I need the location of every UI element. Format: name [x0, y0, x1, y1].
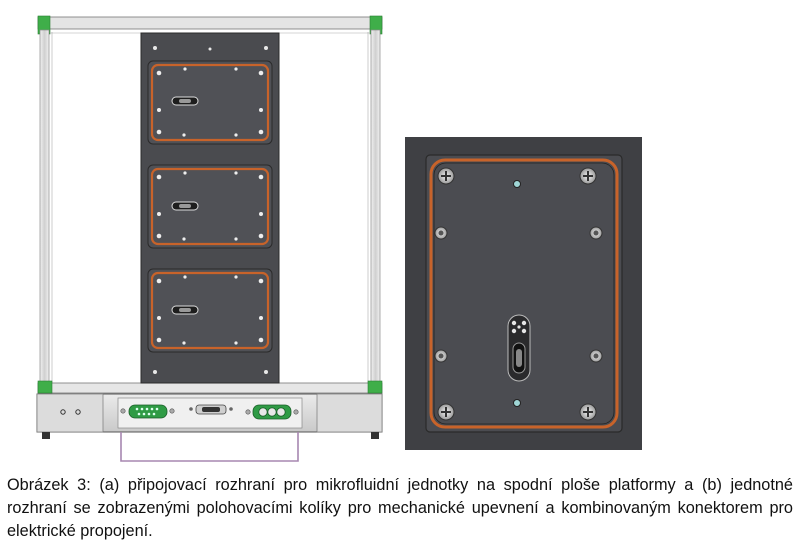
- detail-gasket: [429, 158, 619, 429]
- interface-module-3: [147, 268, 273, 353]
- detail-module: [425, 154, 623, 433]
- interface-module-1: [147, 60, 273, 145]
- corner-bracket-br: [367, 380, 383, 394]
- combined-connector-icon: [507, 314, 531, 382]
- interface-module-2: [147, 164, 273, 249]
- corner-screw-icon: [437, 403, 455, 421]
- corner-screw-icon: [437, 167, 455, 185]
- figure-a-platform: [36, 15, 383, 462]
- locating-hole-icon: [513, 180, 521, 188]
- corner-screw-icon: [579, 167, 597, 185]
- left-pillar: [39, 29, 50, 391]
- figure-b-interface-detail: [405, 137, 642, 450]
- power-connector-right: [245, 404, 299, 420]
- figure-illustration: [36, 15, 642, 462]
- figure-caption: Obrázek 3: (a) připojovací rozhraní pro …: [7, 476, 793, 540]
- positioning-pin-icon: [589, 226, 603, 240]
- corner-bracket-bl: [37, 380, 53, 394]
- right-pillar: [370, 29, 381, 391]
- bottom-frame-bar: [37, 382, 383, 394]
- data-connector-middle: [189, 404, 233, 415]
- cable-loop: [120, 432, 299, 462]
- corner-screw-icon: [579, 403, 597, 421]
- locating-hole-icon: [513, 399, 521, 407]
- power-connector-left: [120, 404, 175, 419]
- positioning-pin-icon: [434, 349, 448, 363]
- positioning-pin-icon: [589, 349, 603, 363]
- positioning-pin-icon: [434, 226, 448, 240]
- top-frame-bar: [37, 16, 383, 30]
